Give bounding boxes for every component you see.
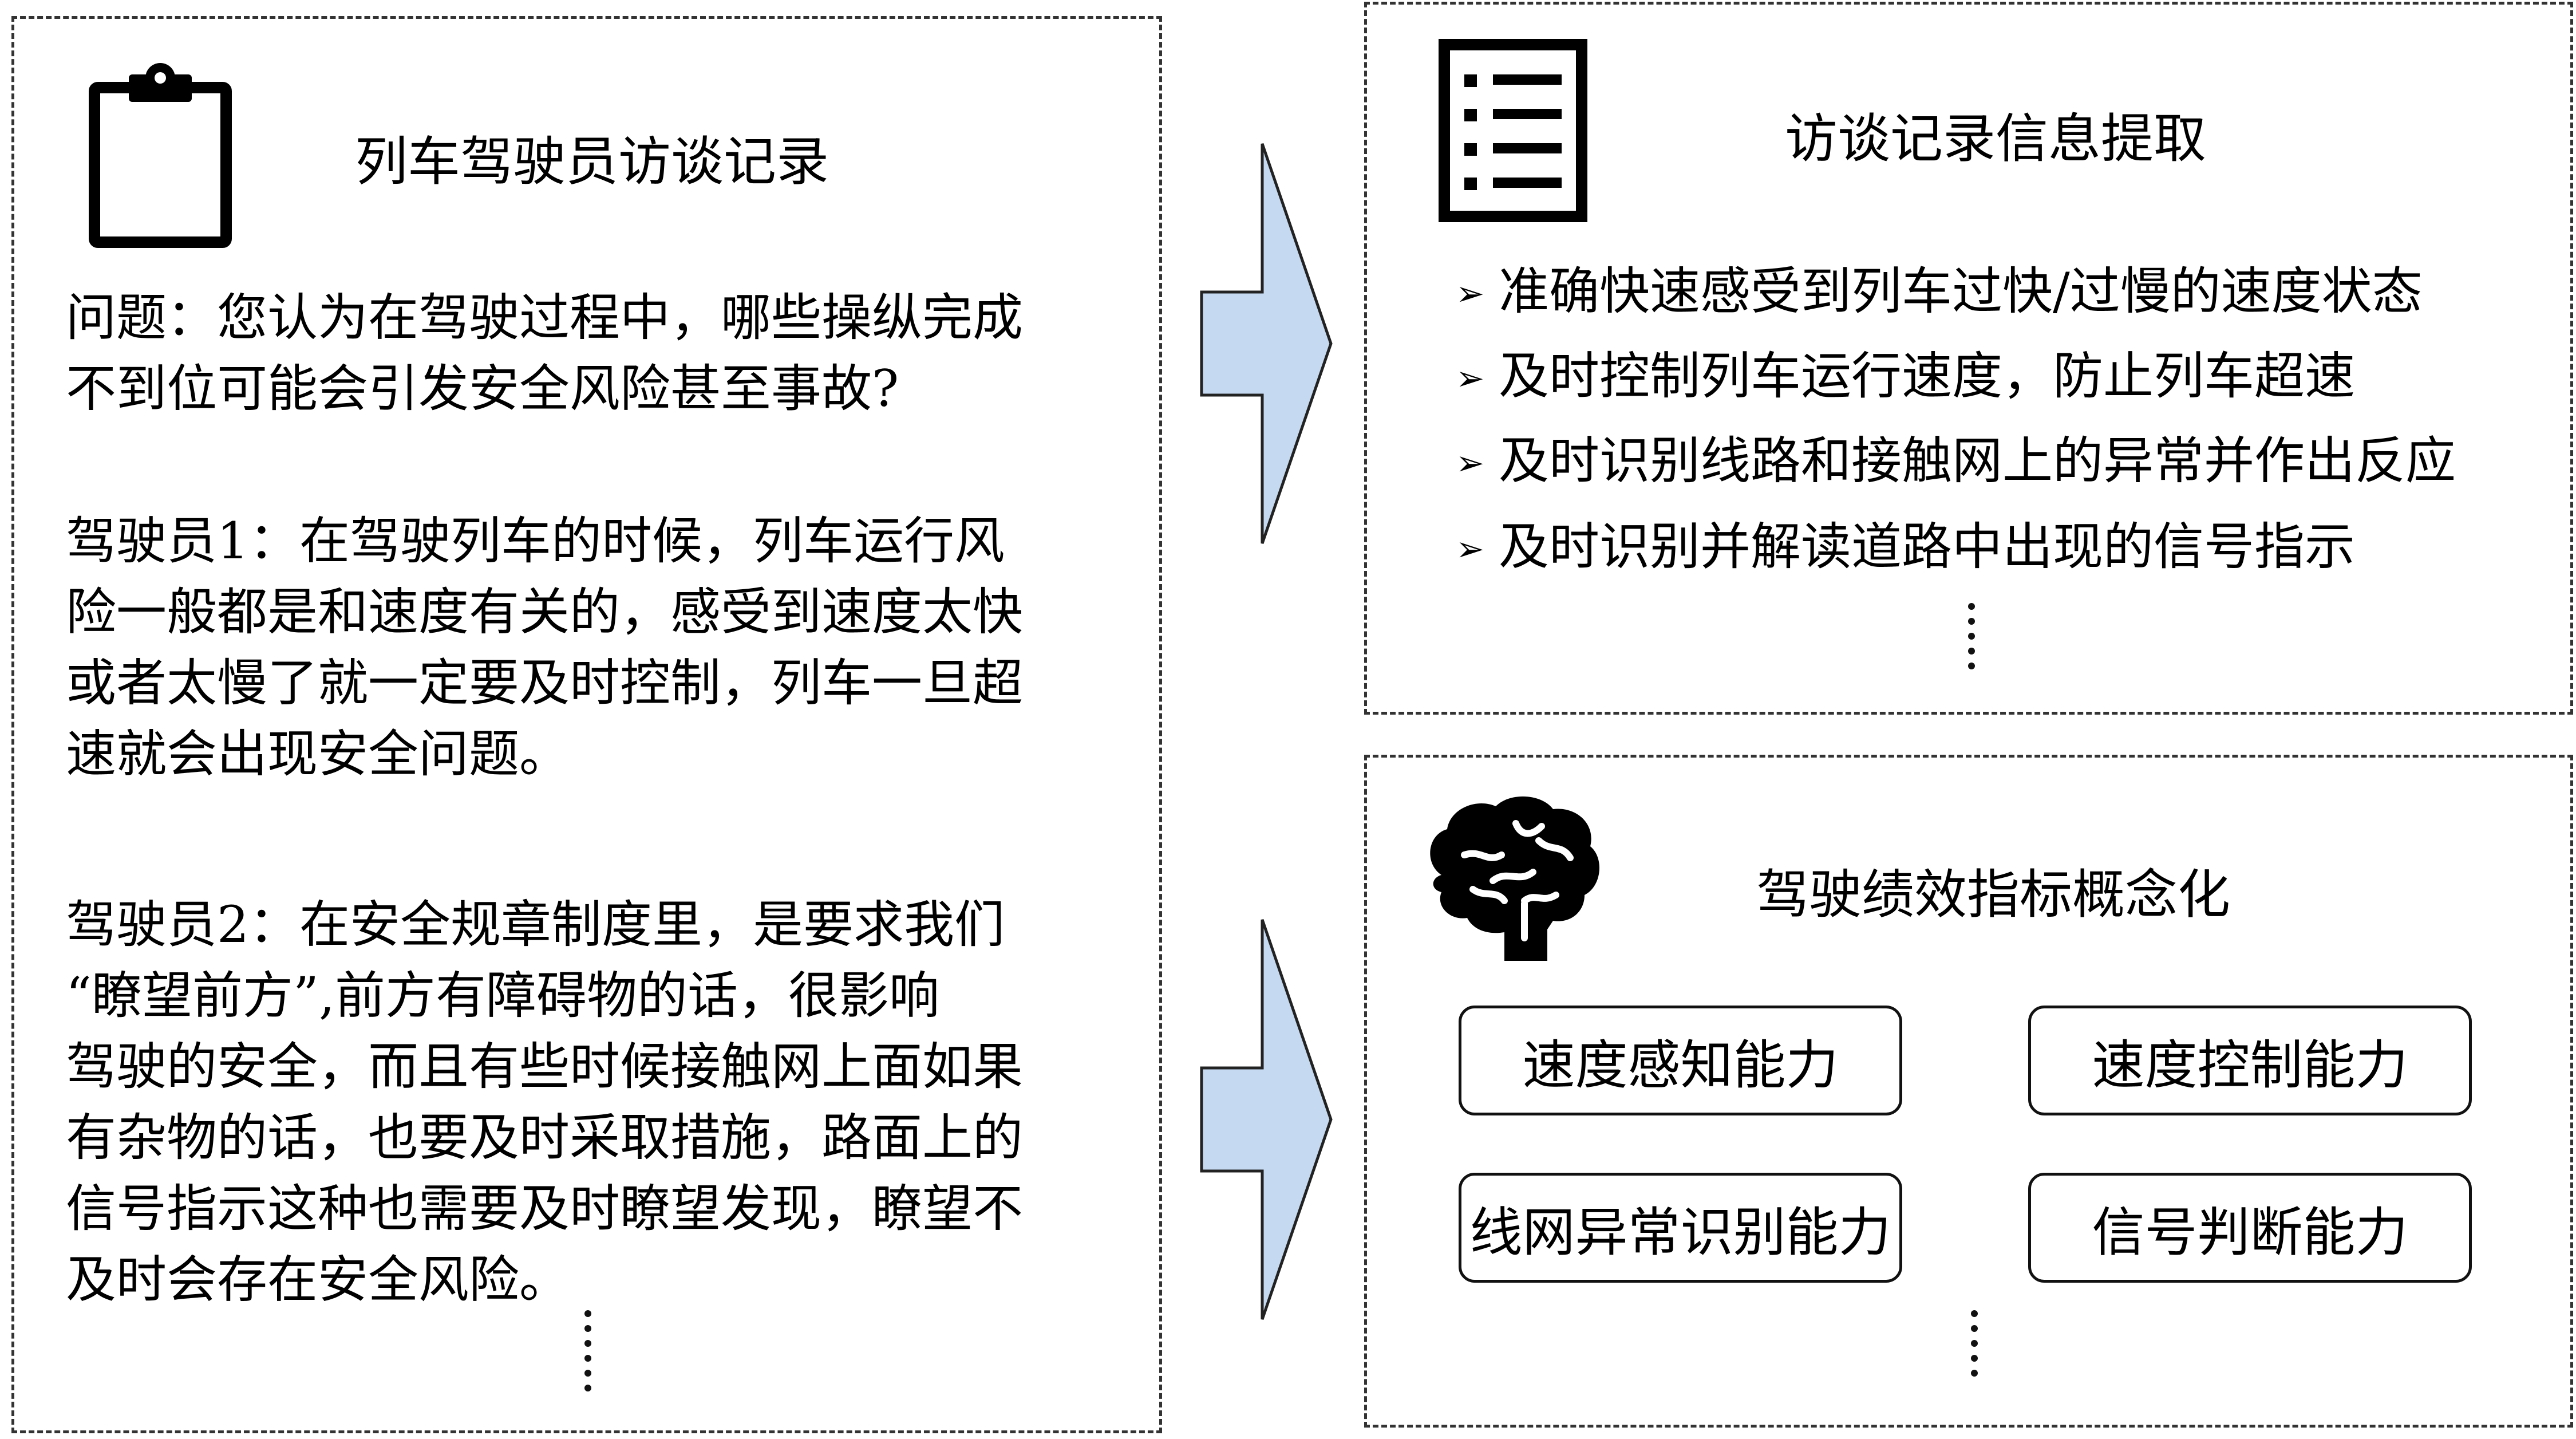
interview-record-title: 列车驾驶员访谈记录	[355, 131, 829, 192]
right-arrow-bottom	[1200, 919, 1333, 1320]
bullet-item: ➢及时控制列车运行速度，防止列车超速	[1456, 346, 2356, 405]
performance-conceptualization-panel: 驾驶绩效指标概念化 速度感知能力 速度控制能力 线网异常识别能力 信号判断能力	[1364, 755, 2573, 1428]
bullet-item: ➢及时识别线路和接触网上的异常并作出反应	[1456, 431, 2456, 490]
indicator-ellipsis	[1971, 1310, 1978, 1377]
brain-icon	[1430, 796, 1600, 961]
clipboard-icon	[89, 63, 232, 248]
bullet-item: ➢及时识别并解读道路中出现的信号指示	[1456, 517, 2356, 576]
line-network-anomaly-box: 线网异常识别能力	[1459, 1173, 1902, 1283]
driver2-answer: 驾驶员2：在安全规章制度里，是要求我们 “瞭望前方”,前方有障碍物的话，很影响 …	[66, 895, 1024, 1309]
performance-conceptualization-title: 驾驶绩效指标概念化	[1756, 864, 2231, 925]
bullet-item: ➢准确快速感受到列车过快/过慢的速度状态	[1456, 262, 2423, 321]
information-extraction-panel: 访谈记录信息提取 ➢准确快速感受到列车过快/过慢的速度状态 ➢及时控制列车运行速…	[1364, 2, 2573, 715]
speed-control-box: 速度控制能力	[2028, 1006, 2472, 1115]
bullet-arrow-icon: ➢	[1456, 529, 1485, 569]
list-document-icon	[1439, 39, 1587, 222]
speed-perception-box: 速度感知能力	[1459, 1006, 1902, 1115]
extraction-ellipsis	[1968, 603, 1975, 669]
bullet-arrow-icon: ➢	[1456, 443, 1485, 483]
interview-record-panel: 列车驾驶员访谈记录 问题：您认为在驾驶过程中，哪些操纵完成 不到位可能会引发安全…	[11, 16, 1162, 1433]
left-ellipsis	[584, 1310, 591, 1391]
question-text: 问题：您认为在驾驶过程中，哪些操纵完成 不到位可能会引发安全风险甚至事故?	[66, 288, 1024, 418]
driver1-answer: 驾驶员1：在驾驶列车的时候，列车运行风 险一般都是和速度有关的，感受到速度太快 …	[66, 511, 1024, 783]
bullet-arrow-icon: ➢	[1456, 358, 1485, 399]
signal-judgment-box: 信号判断能力	[2028, 1173, 2472, 1283]
information-extraction-title: 访谈记录信息提取	[1785, 108, 2207, 169]
bullet-arrow-icon: ➢	[1456, 274, 1485, 314]
right-arrow-top	[1200, 143, 1333, 544]
